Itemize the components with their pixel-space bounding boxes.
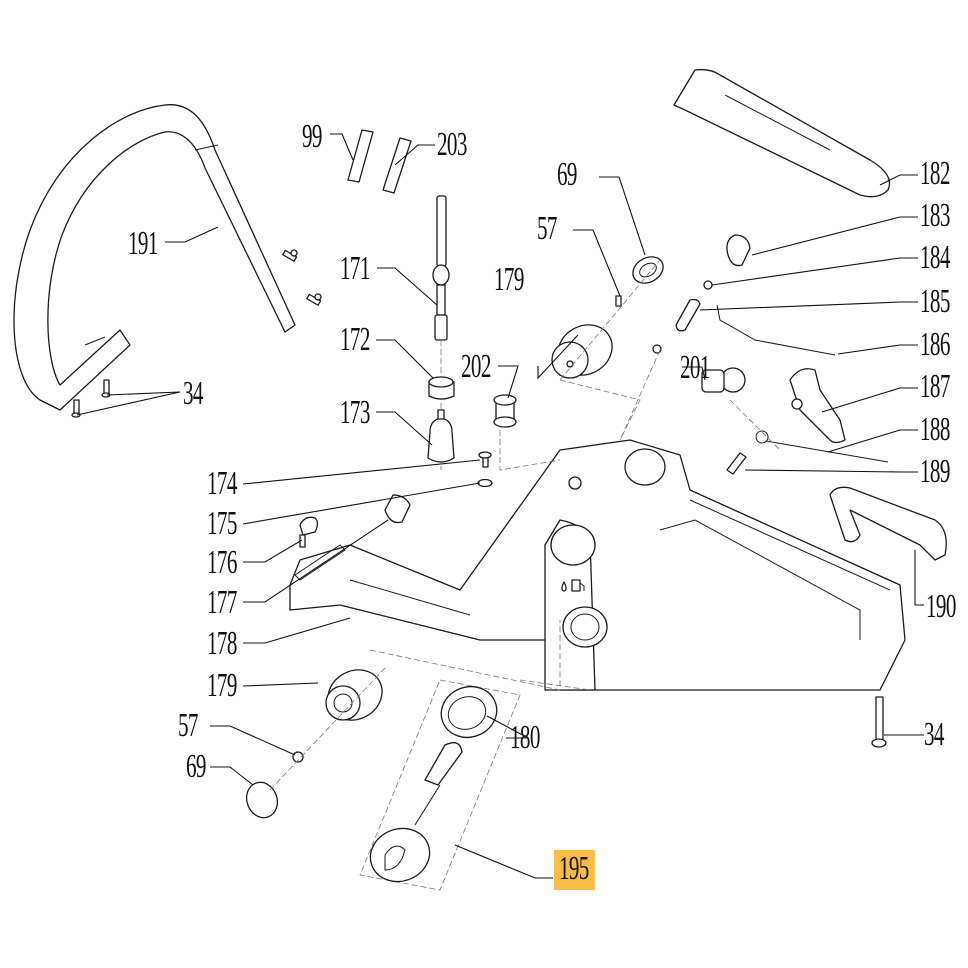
part-label-202: 202 xyxy=(461,348,491,385)
part-label-183: 183 xyxy=(920,197,950,234)
part-label-179-lower: 179 xyxy=(207,667,237,704)
part-label-201: 201 xyxy=(680,349,710,386)
bushing-202 xyxy=(493,394,517,428)
part-label-178: 178 xyxy=(207,625,237,662)
pin-189 xyxy=(726,452,747,475)
part-label-179-upper: 179 xyxy=(494,261,524,298)
av-buffer-lower xyxy=(245,667,386,819)
fuel-cap-assembly-195 xyxy=(359,679,521,891)
part-label-176: 176 xyxy=(207,544,237,581)
part-label-203: 203 xyxy=(437,126,467,163)
part-label-186: 186 xyxy=(920,326,950,363)
part-label-171: 171 xyxy=(340,250,370,287)
part-label-182: 182 xyxy=(920,155,950,192)
main-housing-178 xyxy=(289,439,906,691)
part-label-34-left: 34 xyxy=(183,375,203,412)
primer-bulb-201 xyxy=(701,367,746,393)
part-label-185: 185 xyxy=(920,283,950,320)
fuel-pump-icon xyxy=(571,579,585,592)
front-handle-bar xyxy=(13,104,296,411)
part-label-69-upper: 69 xyxy=(557,156,577,193)
part-label-191: 191 xyxy=(128,225,158,262)
spring-188 xyxy=(755,430,889,463)
fuel-filter-173 xyxy=(427,409,455,463)
screw-washer-174-175 xyxy=(477,451,493,488)
part-label-172: 172 xyxy=(340,321,370,358)
part-label-190: 190 xyxy=(926,588,956,625)
lockout-lever-190 xyxy=(829,486,947,561)
part-label-99: 99 xyxy=(302,118,322,155)
part-label-57-lower: 57 xyxy=(178,707,198,744)
part-label-175: 175 xyxy=(207,505,237,542)
part-label-174: 174 xyxy=(207,465,237,502)
throttle-trigger-187 xyxy=(789,368,846,444)
pins-99-203 xyxy=(347,129,412,194)
oil-drop-icon xyxy=(561,581,567,592)
part-label-57-upper: 57 xyxy=(537,210,557,247)
av-buffer-upper xyxy=(551,256,664,381)
leader-lines xyxy=(76,133,924,879)
part-label-188: 188 xyxy=(920,411,950,448)
part-label-195-highlighted[interactable]: 195 xyxy=(554,850,595,890)
part-label-184: 184 xyxy=(920,239,950,276)
screws-34-left xyxy=(71,379,111,418)
assembly-guide-lines xyxy=(369,349,781,691)
part-label-189: 189 xyxy=(920,453,950,490)
part-label-180: 180 xyxy=(510,719,540,756)
part-label-177: 177 xyxy=(207,584,237,621)
throttle-parts-183-186 xyxy=(652,234,836,356)
part-label-173: 173 xyxy=(340,394,370,431)
parts-176-177 xyxy=(294,494,411,581)
part-label-187: 187 xyxy=(920,368,950,405)
screw-34-right xyxy=(871,696,887,748)
part-label-69-lower: 69 xyxy=(186,748,206,785)
fuel-hose-171 xyxy=(432,195,450,470)
screw-pair-191 xyxy=(282,249,322,306)
top-handle-cover-182 xyxy=(673,68,891,198)
part-label-34-right: 34 xyxy=(924,716,944,753)
grommet-172 xyxy=(428,376,455,400)
